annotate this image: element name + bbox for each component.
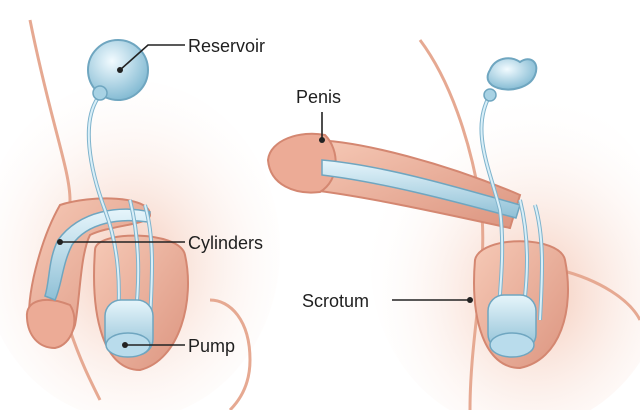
leader-reservoir <box>119 44 185 71</box>
leader-lines <box>60 44 470 346</box>
label-reservoir: Reservoir <box>188 36 266 56</box>
left-cylinder <box>44 208 151 301</box>
left-abdomen-outline <box>28 19 102 401</box>
label-scrotum: Scrotum <box>302 291 370 311</box>
right-thigh-outline <box>559 268 640 321</box>
right-tube-3-highlight <box>534 204 544 321</box>
right-pump-bulb <box>489 332 535 358</box>
leader-dot-scrotum <box>467 297 473 303</box>
right-reservoir <box>486 57 538 91</box>
left-figure <box>0 19 280 410</box>
label-cylinders: Cylinders <box>188 233 264 253</box>
leader-dot-cylinders <box>57 239 63 245</box>
left-glans <box>25 298 76 350</box>
leader-dot-penis <box>319 137 325 143</box>
left-thigh-outline <box>209 298 252 410</box>
right-figure <box>266 39 640 410</box>
leader-dot-reservoir <box>117 67 123 73</box>
right-cylinder <box>321 159 521 219</box>
label-pump: Pump <box>188 336 236 356</box>
leader-dot-pump <box>122 342 128 348</box>
left-reservoir-valve <box>92 85 108 101</box>
left-tube-1-highlight <box>87 94 120 321</box>
leader-dots <box>57 67 473 348</box>
label-penis: Penis <box>296 87 342 107</box>
right-tube-1-highlight <box>480 94 504 321</box>
right-reservoir-valve <box>483 88 497 102</box>
